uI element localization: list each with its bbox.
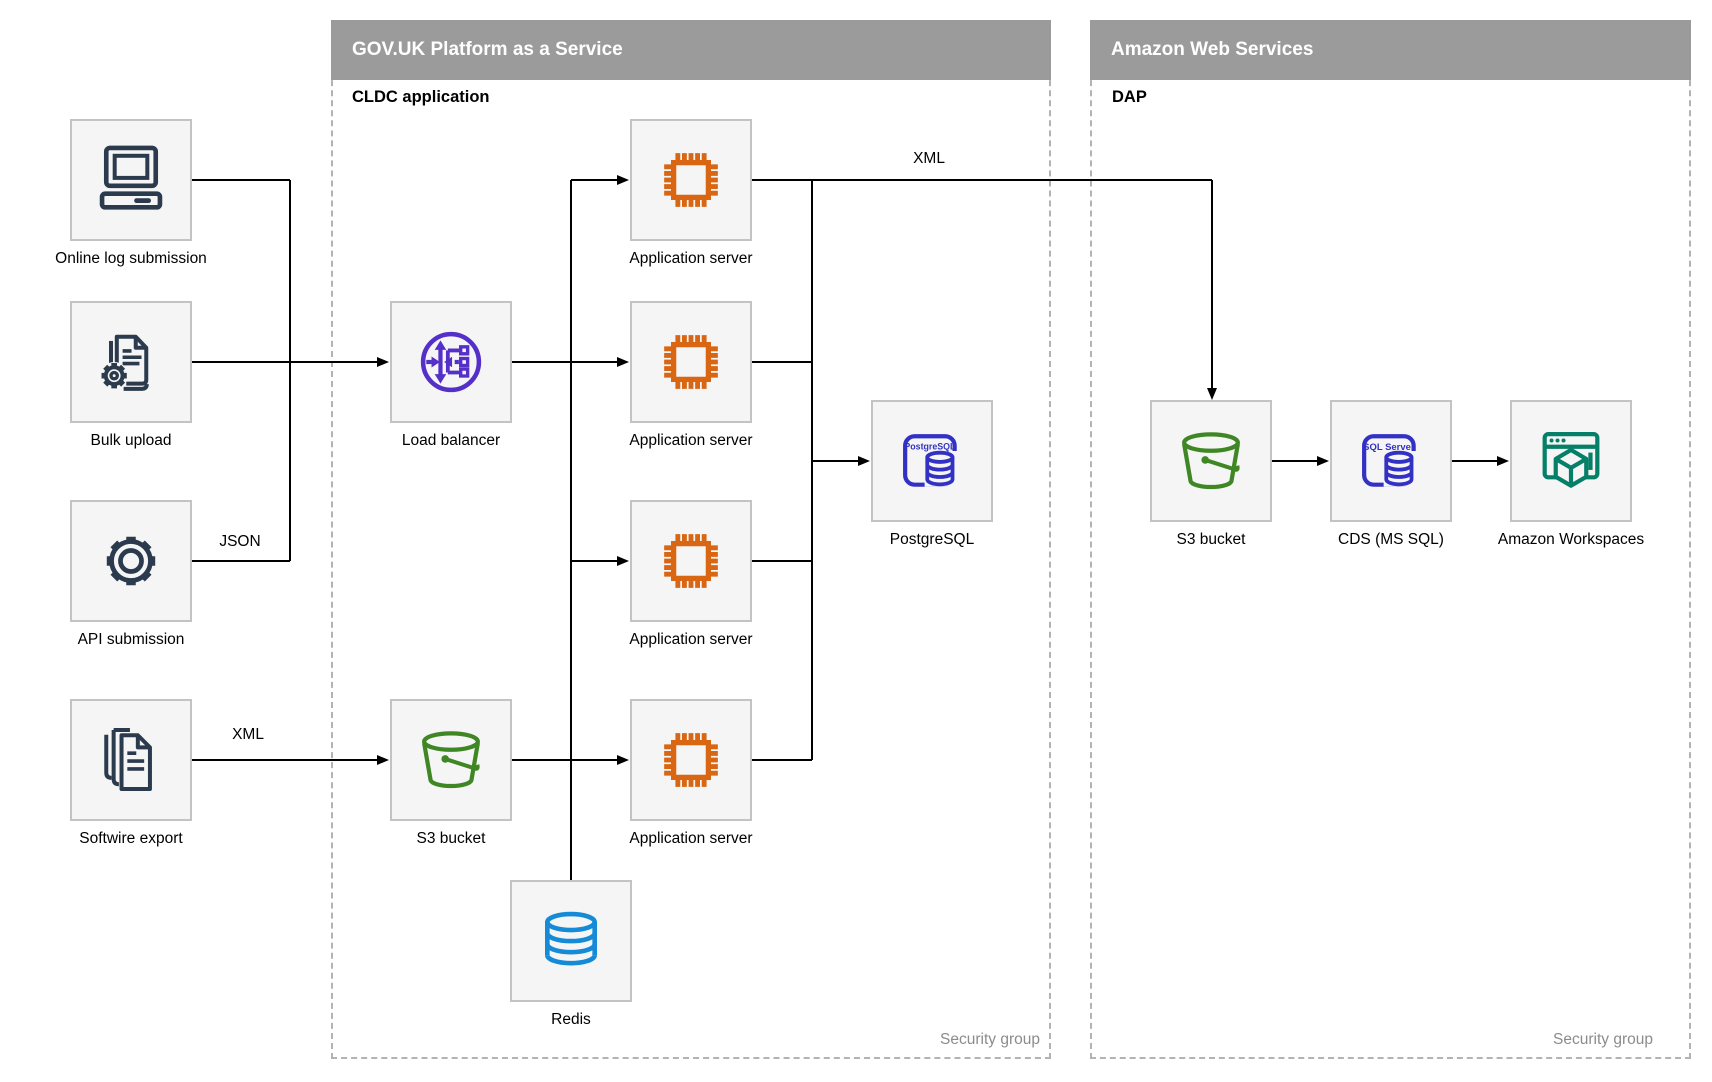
redis-database-icon bbox=[545, 911, 597, 966]
node-label-cds-mssql: CDS (MS SQL) bbox=[1338, 531, 1444, 548]
govuk-group-header: GOV.UK Platform as a Service bbox=[331, 20, 1051, 80]
node-label-api-submission: API submission bbox=[77, 631, 185, 648]
edge-appservers-to-postgres-bus bbox=[752, 180, 813, 761]
postgresql-icon-text: PostgreSQL bbox=[904, 441, 956, 451]
edge-sources-junction bbox=[192, 179, 291, 562]
node-api-submission bbox=[70, 500, 192, 622]
documents-stack-icon bbox=[104, 728, 152, 791]
node-label-s3-bucket-aws: S3 bucket bbox=[1176, 531, 1246, 548]
node-label-bulk-upload: Bulk upload bbox=[90, 432, 172, 449]
node-load-balancer bbox=[390, 301, 512, 423]
amazon-workspaces-icon bbox=[1542, 432, 1600, 488]
edge-label-xml-transfer: XML bbox=[913, 150, 945, 167]
microchip-icon bbox=[651, 521, 731, 601]
aws-security-group-label: Security group bbox=[1553, 1031, 1653, 1048]
node-amazon-workspaces bbox=[1510, 400, 1632, 522]
node-label-online-log-submission: Online log submission bbox=[55, 250, 207, 267]
node-s3-bucket-aws bbox=[1150, 400, 1272, 522]
node-softwire-export bbox=[70, 699, 192, 821]
edge-lb-to-appserver-bus bbox=[512, 180, 572, 880]
microchip-icon bbox=[651, 720, 731, 800]
cldc-application-label: CLDC application bbox=[352, 88, 490, 106]
document-gear-icon bbox=[100, 334, 149, 391]
node-application-server-1 bbox=[630, 119, 752, 241]
node-label-application-server-3: Application server bbox=[629, 631, 753, 648]
govuk-security-group-label: Security group bbox=[940, 1031, 1040, 1048]
node-label-s3-bucket-paas: S3 bucket bbox=[416, 830, 486, 847]
postgresql-database-icon: PostgreSQL bbox=[892, 421, 972, 501]
node-s3-bucket-paas bbox=[390, 699, 512, 821]
gear-icon bbox=[106, 536, 156, 586]
s3-bucket-icon bbox=[411, 720, 491, 800]
aws-group-header: Amazon Web Services bbox=[1090, 20, 1691, 80]
node-label-postgresql: PostgreSQL bbox=[889, 531, 975, 548]
node-bulk-upload bbox=[70, 301, 192, 423]
sql-server-icon-text: SQL Server bbox=[1363, 442, 1415, 453]
node-online-log-submission bbox=[70, 119, 192, 241]
node-postgresql: PostgreSQL bbox=[871, 400, 993, 522]
node-redis bbox=[510, 880, 632, 1002]
node-label-application-server-2: Application server bbox=[629, 432, 753, 449]
microchip-icon bbox=[651, 140, 731, 220]
s3-bucket-icon bbox=[1171, 421, 1251, 501]
node-application-server-2 bbox=[630, 301, 752, 423]
sql-server-database-icon: SQL Server bbox=[1351, 421, 1431, 501]
node-application-server-4 bbox=[630, 699, 752, 821]
edge-label-xml-export: XML bbox=[232, 726, 264, 743]
node-label-load-balancer: Load balancer bbox=[401, 432, 501, 449]
node-label-redis: Redis bbox=[551, 1011, 591, 1028]
microchip-icon bbox=[651, 322, 731, 402]
edge-label-json: JSON bbox=[219, 533, 261, 550]
node-label-application-server-4: Application server bbox=[629, 830, 753, 847]
dap-label: DAP bbox=[1112, 88, 1147, 106]
node-label-softwire-export: Softwire export bbox=[79, 830, 183, 847]
node-label-application-server-1: Application server bbox=[629, 250, 753, 267]
node-application-server-3 bbox=[630, 500, 752, 622]
desktop-computer-icon bbox=[99, 145, 163, 210]
node-cds-mssql: SQL Server bbox=[1330, 400, 1452, 522]
node-label-amazon-workspaces: Amazon Workspaces bbox=[1497, 531, 1645, 548]
load-balancer-icon bbox=[420, 331, 482, 393]
